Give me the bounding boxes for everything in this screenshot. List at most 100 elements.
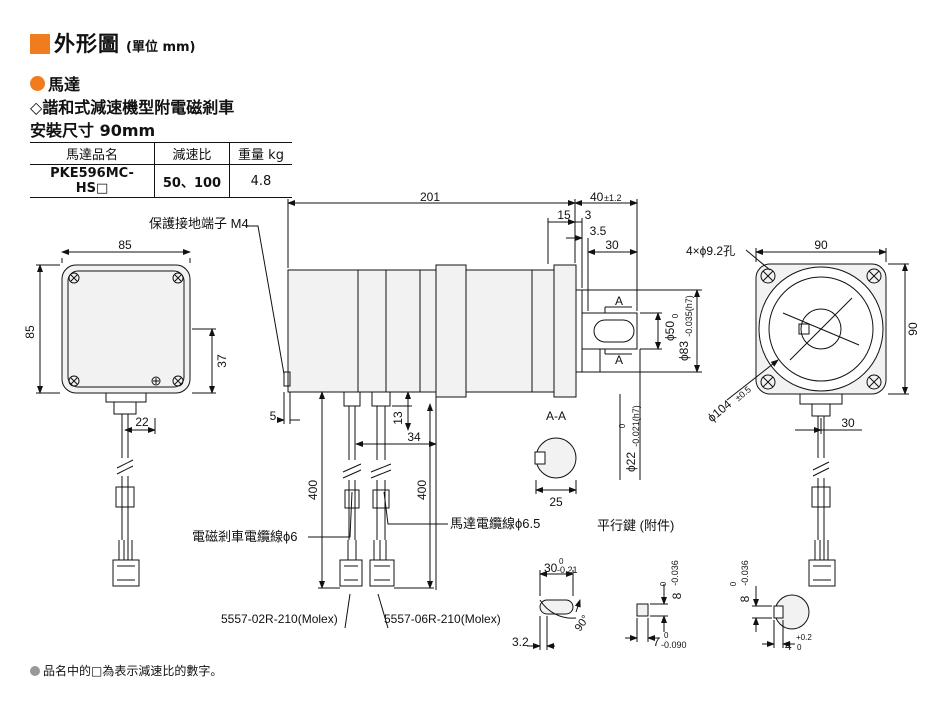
cable-boot [371,391,391,407]
cell-weight: 4.8 [229,164,292,198]
motor-body [287,269,437,393]
cable [348,406,386,460]
footnote-text: 品名中的□為表示減速比的數字。 [43,664,223,678]
dim-400-a: 400 [306,480,320,500]
mounting-hole-icon [760,374,776,390]
key-dim-8a-tol-bot: -0.036 [670,560,680,586]
connector-icon [369,559,395,587]
screw-icon [68,375,80,387]
connector-icon [112,559,140,587]
dim-37: 37 [215,354,229,368]
mounting-size: 安裝尺寸 90mm [30,121,156,140]
mounting-holes-label: 4×ϕ9.2孔 [686,244,735,258]
cable [817,478,825,540]
mounting-hole-icon [760,268,776,284]
motor-connector-label: 5557-06R-210(Molex) [384,612,501,626]
cable-boot [811,403,831,417]
keyway-dim-4-tol-bot: 0 [797,643,802,652]
key-dim-8a-tol-top: 0 [659,581,668,586]
key-dim-7: 7 [653,635,660,649]
page-title: 外形圖 [54,32,120,56]
section-a-marker: A [615,294,623,308]
key-drawing [527,570,810,650]
cable-boot [113,401,137,415]
break-mark [116,459,134,475]
cable [348,480,386,540]
shaft-key [593,319,635,343]
connector-detail [813,565,831,581]
table-row: PKE596MC-HS□ 50、100 4.8 [30,164,292,198]
orange-square-icon [30,34,50,54]
dim-phi83-tol-bot: -0.035(h7) [684,295,694,337]
key-dim-30-tol-top: 0 [559,557,564,566]
screw-icon [172,272,184,284]
key-slot [534,451,546,465]
cable-sleeve [344,489,360,509]
break-mark [812,461,830,477]
cable-sleeve [811,486,831,508]
shaft-key-square [798,323,810,335]
lead-wires [118,540,133,560]
connector-detail [344,565,390,581]
key-dim-3-2: 3.2 [512,635,529,649]
cable-sleeve [372,489,390,509]
screw-icon [68,272,80,284]
dim-5: 5 [270,409,277,423]
section-aa-label: A-A [546,409,566,423]
lead-wires [347,540,387,560]
footnote: 品名中的□為表示減速比的數字。 [30,662,222,679]
keyway-dim-8-tol-bot: -0.036 [740,560,750,586]
dim-15: 15 [557,208,571,222]
dim-phi104: ϕ104 [705,397,735,425]
gear-flange [435,264,467,398]
dim-3-5: 3.5 [590,224,607,238]
key-dim-30: 30 [544,561,558,575]
cable [121,476,129,540]
dim-30-right: 30 [841,416,855,430]
ground-screw-icon [151,376,161,386]
orange-dot-icon [30,75,45,91]
dim-13: 13 [391,411,405,425]
rear-housing [61,264,191,394]
cable [121,414,129,458]
dim-phi83: ϕ83 [677,341,691,361]
section-a-marker: A [615,353,623,367]
gearhead-front [531,269,555,393]
dim-85-top: 85 [118,238,132,252]
section-aa-view [534,437,577,494]
brake-connector-label: 5557-02R-210(Molex) [221,612,338,626]
brake-cable-label: 電磁剎車電纜線ϕ6 [192,529,298,544]
dim-phi83-tol-top: 0 [671,313,680,318]
key-title: 平行鍵 (附件) [597,518,674,533]
screw-icon [172,375,184,387]
mount-flange [553,264,577,398]
cable-gland [799,394,843,405]
gearhead-body [465,269,533,393]
section-heading: 馬達 [30,71,80,95]
front-view [726,248,909,587]
rear-view [36,249,216,587]
cable [817,416,825,458]
dim-22: 22 [135,415,149,429]
cable-sleeve [115,486,135,508]
cable-boot [343,391,361,407]
key-front [636,603,649,617]
dim-25: 25 [549,495,563,509]
side-view [245,199,702,629]
connector-detail [117,565,135,581]
dim-30-top: 30 [605,238,619,252]
break-mark [342,463,392,479]
cell-ratio: 50、100 [154,164,230,198]
ground-terminal-label: 保護接地端子 M4 [149,216,249,231]
key-dim-7-tol-bot: -0.090 [661,640,687,650]
keyway-dim-8-tol-top: 0 [729,581,738,586]
dim-34: 34 [407,430,421,444]
mounting-hole-icon [866,268,882,284]
keyway-dim-8: 8 [738,595,752,602]
pilot [575,289,583,373]
gray-dot-icon [30,665,40,676]
section-subtitle: ◇諧和式減速機型附電磁剎車 [30,98,235,117]
dim-3: 3 [585,208,592,222]
section-title: 馬達 [48,75,81,94]
motor-cable-label: 馬達電纜線ϕ6.5 [450,516,540,531]
